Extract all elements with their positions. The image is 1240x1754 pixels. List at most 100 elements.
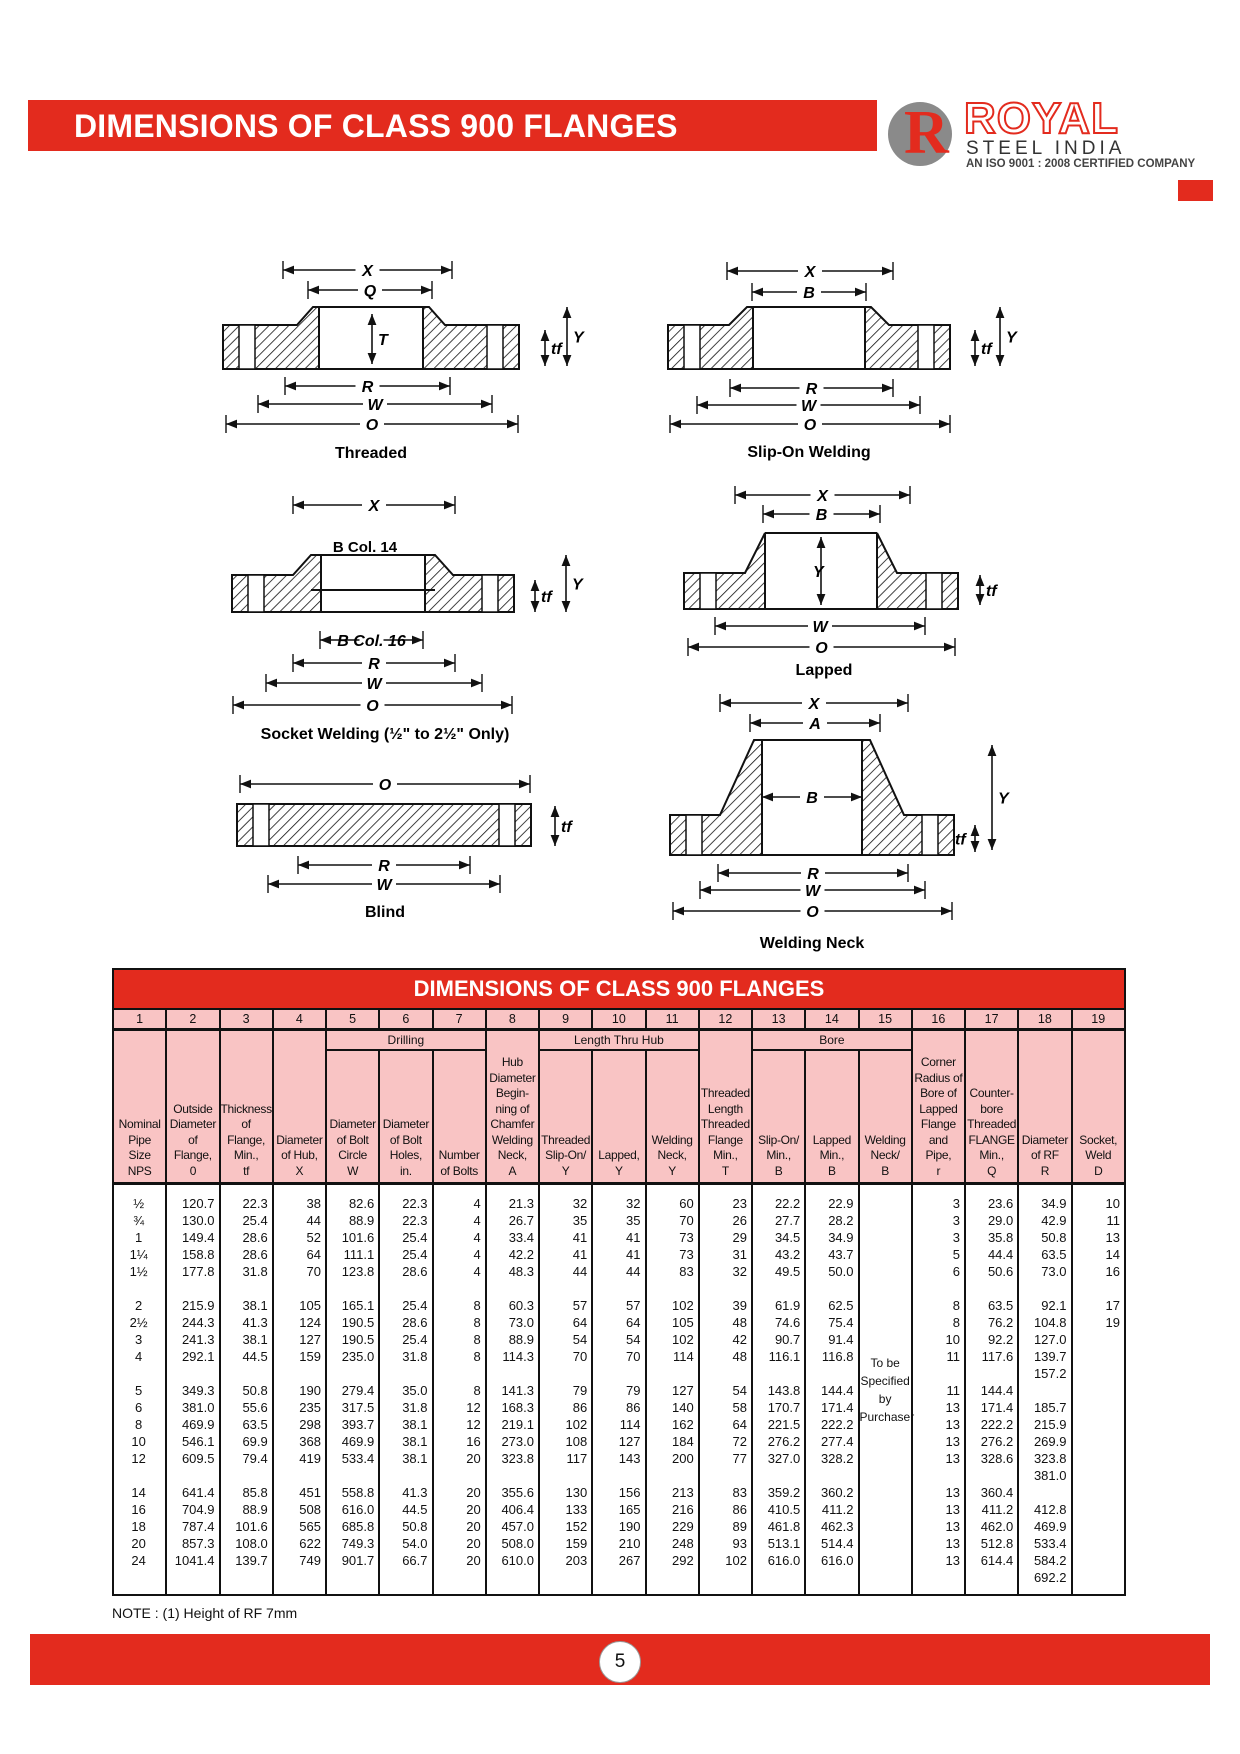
- dimension-label: B: [816, 507, 828, 524]
- label-bg: [355, 378, 380, 394]
- label-bg: [355, 262, 380, 278]
- logo-tagline: AN ISO 9001 : 2008 CERTIFIED COMPANY: [966, 158, 1196, 170]
- table-title: DIMENSIONS OF CLASS 900 FLANGES: [112, 968, 1126, 1010]
- dimension-label: W: [801, 398, 818, 415]
- dimension-label: B: [806, 790, 818, 807]
- dimension-label: R: [806, 381, 818, 398]
- column-header: Welding Neck/ B: [857, 1048, 913, 1185]
- dimension-label: Q: [364, 283, 377, 300]
- diagram-caption: Socket Welding (½" to 2½" Only): [261, 726, 510, 743]
- bolt-hole: [685, 814, 703, 856]
- dimension-label: B Col. 14: [333, 539, 398, 556]
- dimension-label: A: [808, 716, 821, 733]
- label-bg: [799, 380, 824, 396]
- group-header-drilling: Drilling: [325, 1028, 487, 1051]
- dimension-label: O: [815, 640, 828, 657]
- dimension-label: W: [812, 619, 829, 636]
- column-number: 17: [963, 1008, 1020, 1031]
- dimension-label: X: [804, 264, 817, 281]
- label-bg: [363, 396, 387, 412]
- table-column-values: 4 4 4 4 4 8 8 8 8 8 12 12 16 20 20 20 20…: [431, 1182, 487, 1596]
- column-number: 11: [644, 1008, 700, 1031]
- column-number: 1: [111, 1008, 168, 1031]
- label-bg: [809, 506, 834, 522]
- bolt-hole: [925, 572, 943, 610]
- label-bg: [796, 397, 821, 413]
- logo-name: ROYAL: [963, 93, 1119, 144]
- dimension-label: X: [361, 263, 374, 280]
- column-header: Socket, Weld D: [1070, 1028, 1126, 1185]
- dimension-label: R: [368, 656, 380, 673]
- table-column-values: 22.3 22.3 25.4 25.4 28.6 25.4 28.6 25.4 …: [378, 1182, 434, 1596]
- column-number: 10: [591, 1008, 647, 1031]
- label-bg: [798, 263, 822, 279]
- diagram-caption: Lapped: [796, 662, 853, 679]
- label-bg: [372, 857, 396, 873]
- label-bg: [359, 632, 384, 648]
- label-bg: [801, 865, 825, 881]
- diagram-caption: Threaded: [335, 445, 407, 462]
- dimension-label: T: [378, 332, 389, 349]
- flange-section-right: [861, 739, 955, 856]
- flange-section-left: [667, 306, 754, 370]
- table-column-values: To be Specified by Purchaser: [857, 1182, 914, 1596]
- diagram-caption: Blind: [365, 904, 405, 921]
- label-bg: [360, 416, 384, 432]
- table-column-values: 22.2 27.7 34.5 43.2 49.5 61.9 74.6 90.7 …: [750, 1182, 807, 1596]
- table-column-values: 23 26 29 31 32 39 48 42 48 54 58 64 72 7…: [697, 1182, 754, 1596]
- table-note: NOTE : (1) Height of RF 7mm: [112, 1605, 298, 1621]
- flange-section: [236, 803, 532, 847]
- label-bg: [372, 876, 396, 892]
- dimension-label: O: [806, 904, 819, 921]
- label-bg: [358, 282, 382, 298]
- dimension-label: W: [367, 397, 384, 414]
- column-header: Slip-On/ Min., B: [750, 1048, 807, 1185]
- dimension-label: Y: [1006, 330, 1018, 347]
- page-title-bar: DIMENSIONS OF CLASS 900 FLANGES: [28, 100, 877, 151]
- column-number: 15: [857, 1008, 913, 1031]
- table-column-values: 34.9 42.9 50.8 63.5 73.0 92.1 104.8 127.…: [1017, 1182, 1073, 1596]
- column-number: 12: [697, 1008, 754, 1031]
- bolt-hole: [917, 324, 935, 370]
- bolt-hole: [481, 574, 499, 613]
- label-bg: [362, 655, 386, 671]
- column-number: 9: [537, 1008, 594, 1031]
- dimension-label: tf: [551, 341, 563, 358]
- table-column-values: 22.3 25.4 28.6 28.6 31.8 38.1 41.3 38.1 …: [218, 1182, 274, 1596]
- label-bg: [803, 715, 827, 731]
- bolt-hole: [498, 803, 516, 847]
- table-column-values: 22.9 28.2 34.9 43.7 50.0 62.5 75.4 91.4 …: [804, 1182, 860, 1596]
- column-number: 3: [218, 1008, 274, 1031]
- label-bg: [373, 776, 397, 792]
- group-header-bore: Bore: [751, 1028, 913, 1051]
- dimension-label: W: [366, 676, 383, 693]
- column-header: Diameter of RF R: [1017, 1028, 1073, 1185]
- column-number: 16: [910, 1008, 967, 1031]
- column-number: 6: [378, 1008, 434, 1031]
- column-header: Threaded Length Threaded Flange Min., T: [697, 1028, 754, 1185]
- table-column-values: 10 11 13 14 16 17 19: [1070, 1182, 1126, 1596]
- table-column-values: 21.3 26.7 33.4 42.2 48.3 60.3 73.0 88.9 …: [484, 1182, 541, 1596]
- flange-section-right: [876, 532, 959, 610]
- flange-section-left: [683, 532, 766, 610]
- column-header: Welding Neck, Y: [644, 1048, 700, 1185]
- dimension-label: R: [362, 379, 374, 396]
- group-header-length-thru-hub: Length Thru Hub: [538, 1028, 700, 1051]
- flange-section-left: [231, 554, 322, 613]
- dimension-label: B: [803, 285, 815, 302]
- dimension-label: O: [379, 777, 392, 794]
- column-header: Number of Bolts: [431, 1048, 487, 1185]
- table-column-values: 32 35 41 41 44 57 64 54 70 79 86 114 127…: [591, 1182, 647, 1596]
- column-header: Threaded Slip-On/ Y: [537, 1048, 594, 1185]
- flange-section-right: [864, 306, 951, 370]
- company-logo: R ROYAL STEEL INDIA AN ISO 9001 : 2008 C…: [888, 93, 1218, 170]
- label-bg: [802, 695, 826, 711]
- dimension-label: Y: [998, 791, 1010, 808]
- column-header: Lapped Min., B: [804, 1048, 860, 1185]
- column-header: Diameter of Bolt Circle W: [324, 1048, 381, 1185]
